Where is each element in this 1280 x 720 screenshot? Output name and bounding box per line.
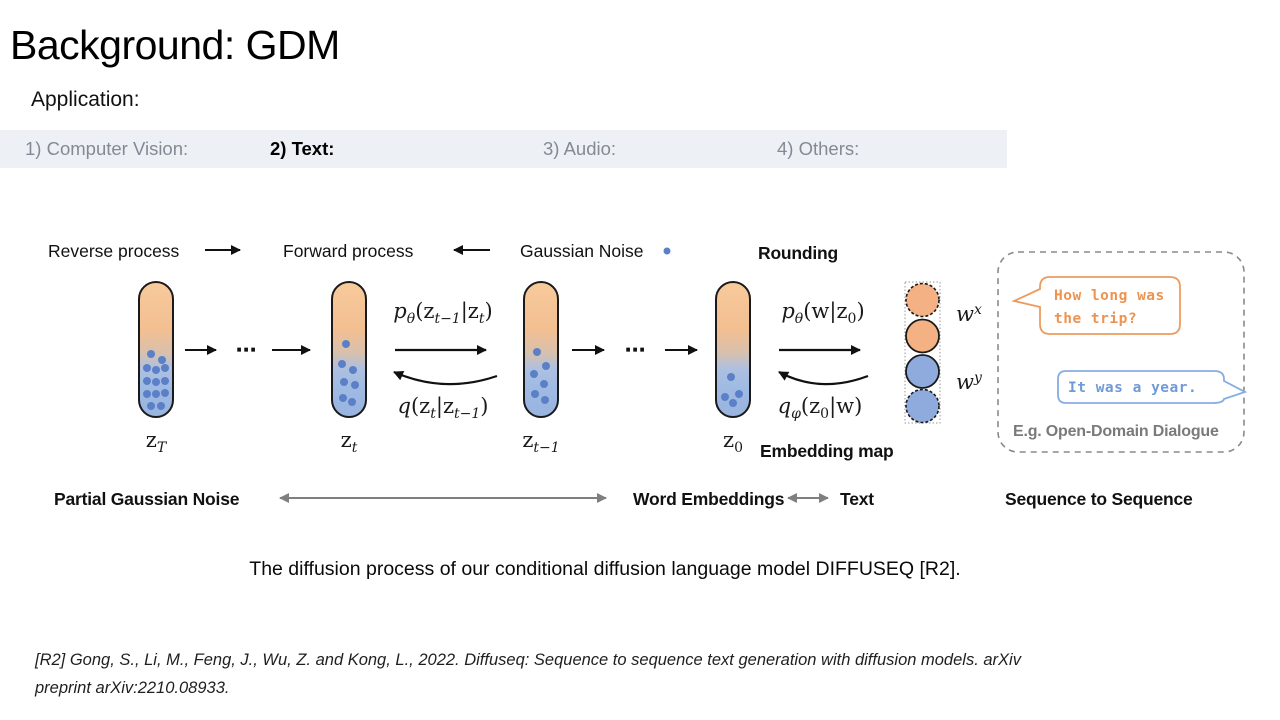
arrow-forward-step (393, 370, 498, 386)
reference-line-1: [R2] Gong, S., Li, M., Feng, J., Wu, Z. … (35, 651, 1021, 669)
math-p-theta-zt: pθ(zt−1|zt) (393, 299, 492, 327)
answer-line: It was a year. (1068, 380, 1197, 396)
reference-line-2: preprint arXiv:2210.08933. (35, 679, 230, 697)
reverse-process-label: Reverse process (48, 241, 180, 261)
arrow-embedding (778, 371, 869, 386)
token-column (904, 281, 941, 424)
tab-text: 2) Text: (270, 138, 335, 159)
figure-caption: The diffusion process of our conditional… (249, 558, 961, 580)
capsule-zt1-dots (530, 348, 550, 404)
token-wy-2 (905, 388, 940, 424)
example-label: E.g. Open-Domain Dialogue (1013, 423, 1219, 440)
math-p-theta-w: pθ(w|z0) (781, 299, 864, 327)
label-zT: zT (146, 428, 168, 456)
label-zt: zt (341, 428, 358, 456)
word-y-label: wy (956, 370, 983, 394)
partial-gaussian-noise-label: Partial Gaussian Noise (54, 489, 240, 509)
answer-bubble (1057, 370, 1248, 404)
capsule-z0 (715, 281, 751, 418)
category-tabbar: 1) Computer Vision: 2) Text: 3) Audio: 4… (0, 130, 1007, 168)
forward-process-label: Forward process (283, 241, 414, 261)
capsule-zt1 (523, 281, 559, 418)
token-wx-1 (905, 282, 940, 318)
label-z0: z0 (723, 428, 743, 456)
tab-audio: 3) Audio: (543, 138, 617, 159)
word-x-label: wx (956, 302, 982, 326)
sequence-to-sequence-label: Sequence to Sequence (1005, 489, 1193, 509)
rounding-label: Rounding (758, 243, 838, 263)
token-wy-1 (905, 354, 940, 389)
question-line-1: How long was (1054, 288, 1165, 304)
reference-citation: [R2] Gong, S., Li, M., Feng, J., Wu, Z. … (35, 646, 1215, 702)
capsule-zT-dots (143, 350, 169, 410)
application-label: Application: (31, 88, 140, 111)
text-label: Text (840, 489, 874, 509)
math-q-phi: qφ(z0|w) (778, 394, 863, 422)
capsule-zt-dots (338, 340, 359, 406)
label-zt1: zt−1 (522, 428, 559, 456)
question-bubble (1011, 276, 1181, 335)
question-line-2: the trip? (1054, 311, 1137, 327)
page-title: Background: GDM (10, 22, 340, 68)
dialogue-box: How long was the trip? It was a year. E.… (997, 251, 1248, 453)
capsule-zT (138, 281, 174, 418)
capsule-zt (331, 281, 367, 418)
ellipsis-2: ⋯ (625, 338, 646, 362)
ellipsis-1: ⋯ (236, 338, 257, 362)
noise-legend-dot (663, 247, 671, 255)
gaussian-noise-label: Gaussian Noise (520, 241, 644, 261)
embedding-map-label: Embedding map (760, 441, 894, 461)
token-wx-2 (905, 318, 940, 354)
capsule-z0-dots (721, 373, 743, 407)
word-embeddings-label: Word Embeddings (633, 489, 785, 509)
math-q-zt: q(zt|zt−1) (398, 394, 489, 422)
tab-computer-vision: 1) Computer Vision: (25, 138, 189, 159)
tab-others: 4) Others: (777, 138, 860, 159)
